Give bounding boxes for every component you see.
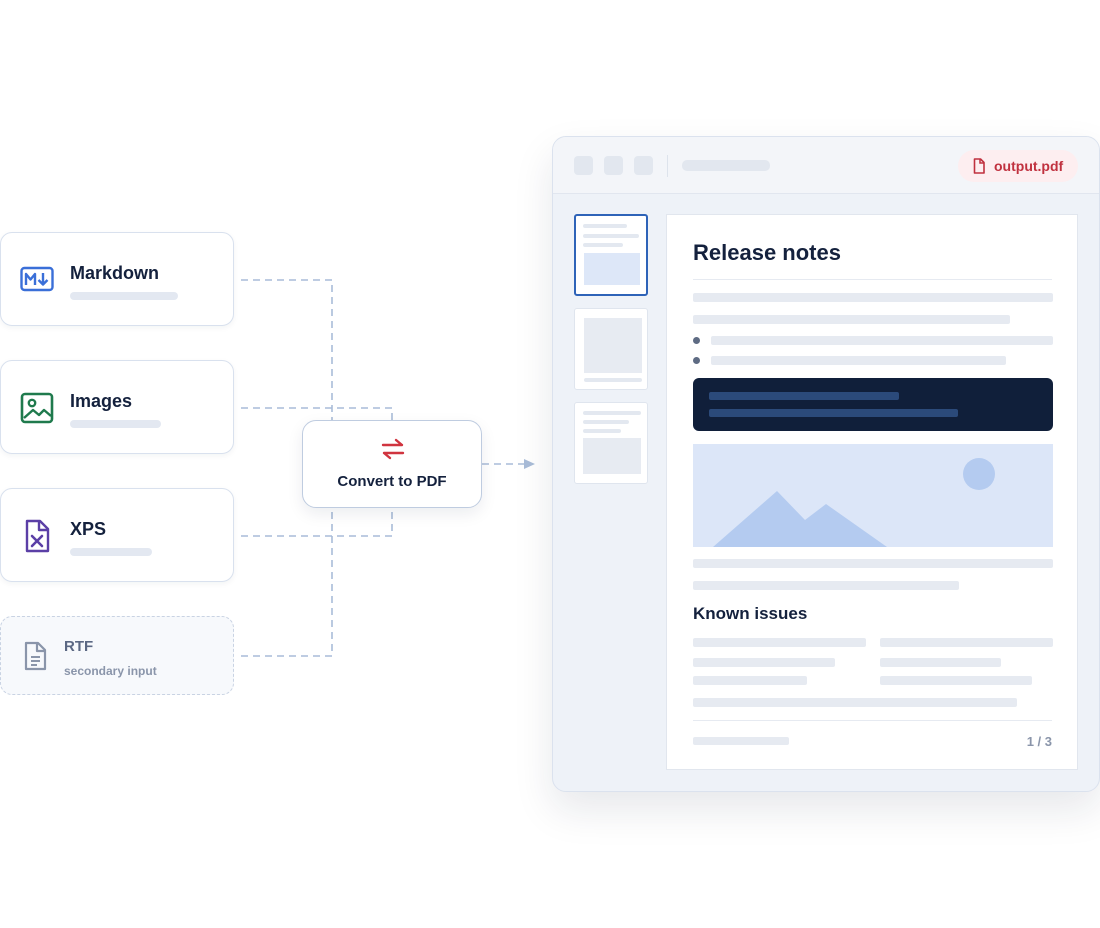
toolbar-divider bbox=[667, 155, 668, 177]
source-label: XPS bbox=[70, 519, 107, 539]
arrowhead bbox=[524, 459, 535, 469]
thumbnail-line bbox=[583, 243, 623, 247]
bullet-dot bbox=[693, 357, 700, 364]
source-card-xps[interactable]: XPS bbox=[0, 488, 234, 582]
text-line bbox=[693, 676, 807, 685]
document-icon bbox=[24, 641, 47, 671]
toolbar-button[interactable] bbox=[604, 156, 623, 175]
text-line bbox=[693, 658, 835, 667]
connector-xps bbox=[241, 508, 393, 537]
thumbnail-line bbox=[583, 429, 621, 433]
text-line bbox=[693, 638, 866, 647]
bullet-text-line bbox=[711, 336, 1053, 345]
landscape-illustration bbox=[693, 444, 1053, 547]
page-thumbnail-3[interactable] bbox=[574, 402, 648, 484]
section-heading: Known issues bbox=[693, 604, 808, 623]
viewer-toolbar: output.pdf bbox=[553, 137, 1099, 194]
source-card-rtf[interactable]: RTF secondary input bbox=[0, 616, 234, 695]
code-line bbox=[709, 392, 899, 400]
text-line bbox=[880, 676, 1032, 685]
image-placeholder bbox=[693, 444, 1053, 547]
text-line bbox=[880, 658, 1001, 667]
text-line bbox=[693, 559, 1053, 568]
source-label: RTF bbox=[64, 638, 94, 655]
source-label: Markdown bbox=[70, 263, 160, 283]
thumbnail-line bbox=[583, 234, 639, 238]
source-label: Images bbox=[70, 391, 133, 411]
placeholder-bar bbox=[70, 292, 178, 300]
text-line bbox=[880, 638, 1053, 647]
thumbnail-line bbox=[583, 224, 627, 228]
convert-to-pdf-node[interactable]: Convert to PDF bbox=[302, 420, 482, 508]
toolbar-button[interactable] bbox=[574, 156, 593, 175]
xps-file-icon bbox=[25, 519, 50, 553]
footer-divider bbox=[693, 720, 1052, 721]
thumbnail-line bbox=[583, 411, 641, 415]
bullet-text-line bbox=[711, 356, 1006, 365]
text-line bbox=[693, 315, 1010, 324]
thumbnail-block bbox=[584, 318, 642, 373]
output-file-name: output.pdf bbox=[994, 158, 1064, 174]
footer-placeholder bbox=[693, 737, 789, 745]
code-line bbox=[709, 409, 958, 417]
thumbnail-block bbox=[584, 253, 640, 285]
toolbar-button[interactable] bbox=[634, 156, 653, 175]
page-indicator: 1 / 3 bbox=[1026, 734, 1052, 749]
output-file-badge[interactable]: output.pdf bbox=[958, 150, 1078, 182]
page-thumbnail-1[interactable] bbox=[574, 214, 648, 296]
pdf-file-icon bbox=[973, 158, 985, 174]
connector-rtf bbox=[241, 508, 333, 657]
text-line bbox=[693, 293, 1053, 302]
bullet-dot bbox=[693, 337, 700, 344]
source-card-images[interactable]: Images bbox=[0, 360, 234, 454]
connector-images bbox=[241, 407, 393, 420]
code-block bbox=[693, 378, 1053, 431]
toolbar-title-placeholder bbox=[682, 160, 770, 171]
thumbnail-block bbox=[583, 438, 641, 474]
image-icon bbox=[20, 392, 54, 424]
text-line bbox=[693, 581, 959, 590]
source-card-markdown[interactable]: Markdown bbox=[0, 232, 234, 326]
swap-arrows-icon bbox=[381, 438, 405, 460]
convert-label: Convert to PDF bbox=[337, 473, 447, 490]
text-line bbox=[693, 698, 1017, 707]
markdown-icon bbox=[20, 266, 54, 292]
document-page: Release notes Known issues bbox=[666, 214, 1078, 770]
pdf-viewer-window: output.pdf Release notes bbox=[552, 136, 1100, 792]
document-title: Release notes bbox=[693, 240, 841, 265]
connector-markdown bbox=[241, 279, 333, 420]
placeholder-bar bbox=[70, 548, 152, 556]
placeholder-bar bbox=[70, 420, 161, 428]
title-divider bbox=[693, 279, 1052, 280]
thumbnail-line bbox=[584, 378, 642, 382]
page-thumbnail-2[interactable] bbox=[574, 308, 648, 390]
source-sublabel: secondary input bbox=[64, 664, 157, 678]
thumbnail-line bbox=[583, 420, 629, 424]
